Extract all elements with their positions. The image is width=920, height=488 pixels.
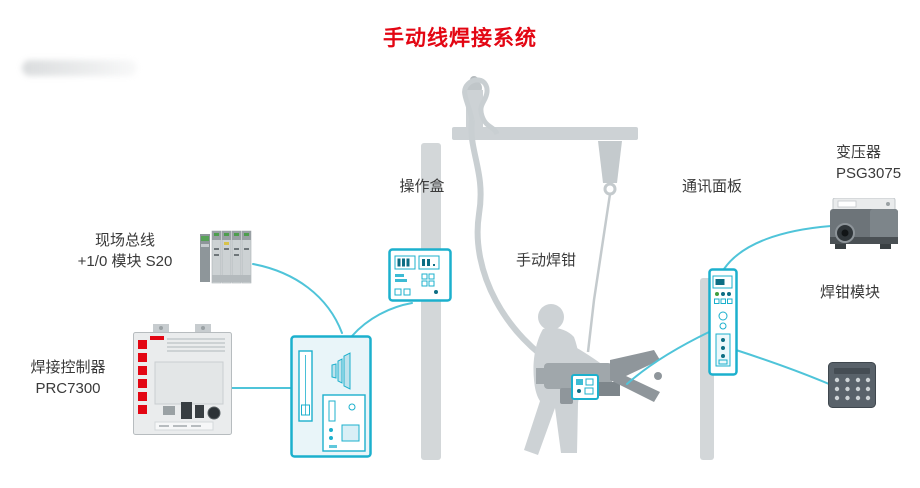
mounting-tabs [153,324,211,333]
welding-controller-device [133,324,232,435]
hoist-cable [586,193,612,353]
cable-fieldbus-to-cabinet [252,263,343,334]
cable-comm-panel-to-gun [626,331,710,385]
cable-transformer-to-comm-panel [723,225,832,270]
label-controller: 焊接控制器 PRC7300 [30,359,106,397]
red-terminal-blocks [138,340,147,414]
brand-mark [150,336,164,340]
label-operation-box: 操作盒 [399,178,445,195]
label-fieldbus: 现场总线 +1/0 模块 S20 [77,232,173,270]
cable-comm-panel-to-gun-module [735,349,830,385]
gun-module-device [828,362,876,408]
label-gun-module: 焊钳模块 [819,284,880,301]
gun-display-device [571,374,599,400]
diagram-title: 手动线焊接系统 [383,27,537,50]
label-manual-gun: 手动焊钳 [515,252,576,269]
fieldbus-module-device [200,228,252,286]
comm-panel-device [708,268,738,376]
control-cabinet-device [290,335,372,458]
balancer [586,141,622,353]
cable-cabinet-to-operation-box [351,302,413,337]
gun-cable [462,77,562,371]
label-comm-panel: 通讯面板 [681,178,742,195]
label-transformer: 变压器 PSG3075 [836,144,902,182]
faded-watermark [22,60,137,76]
transformer-device [830,197,898,250]
operation-box-device [388,248,452,302]
